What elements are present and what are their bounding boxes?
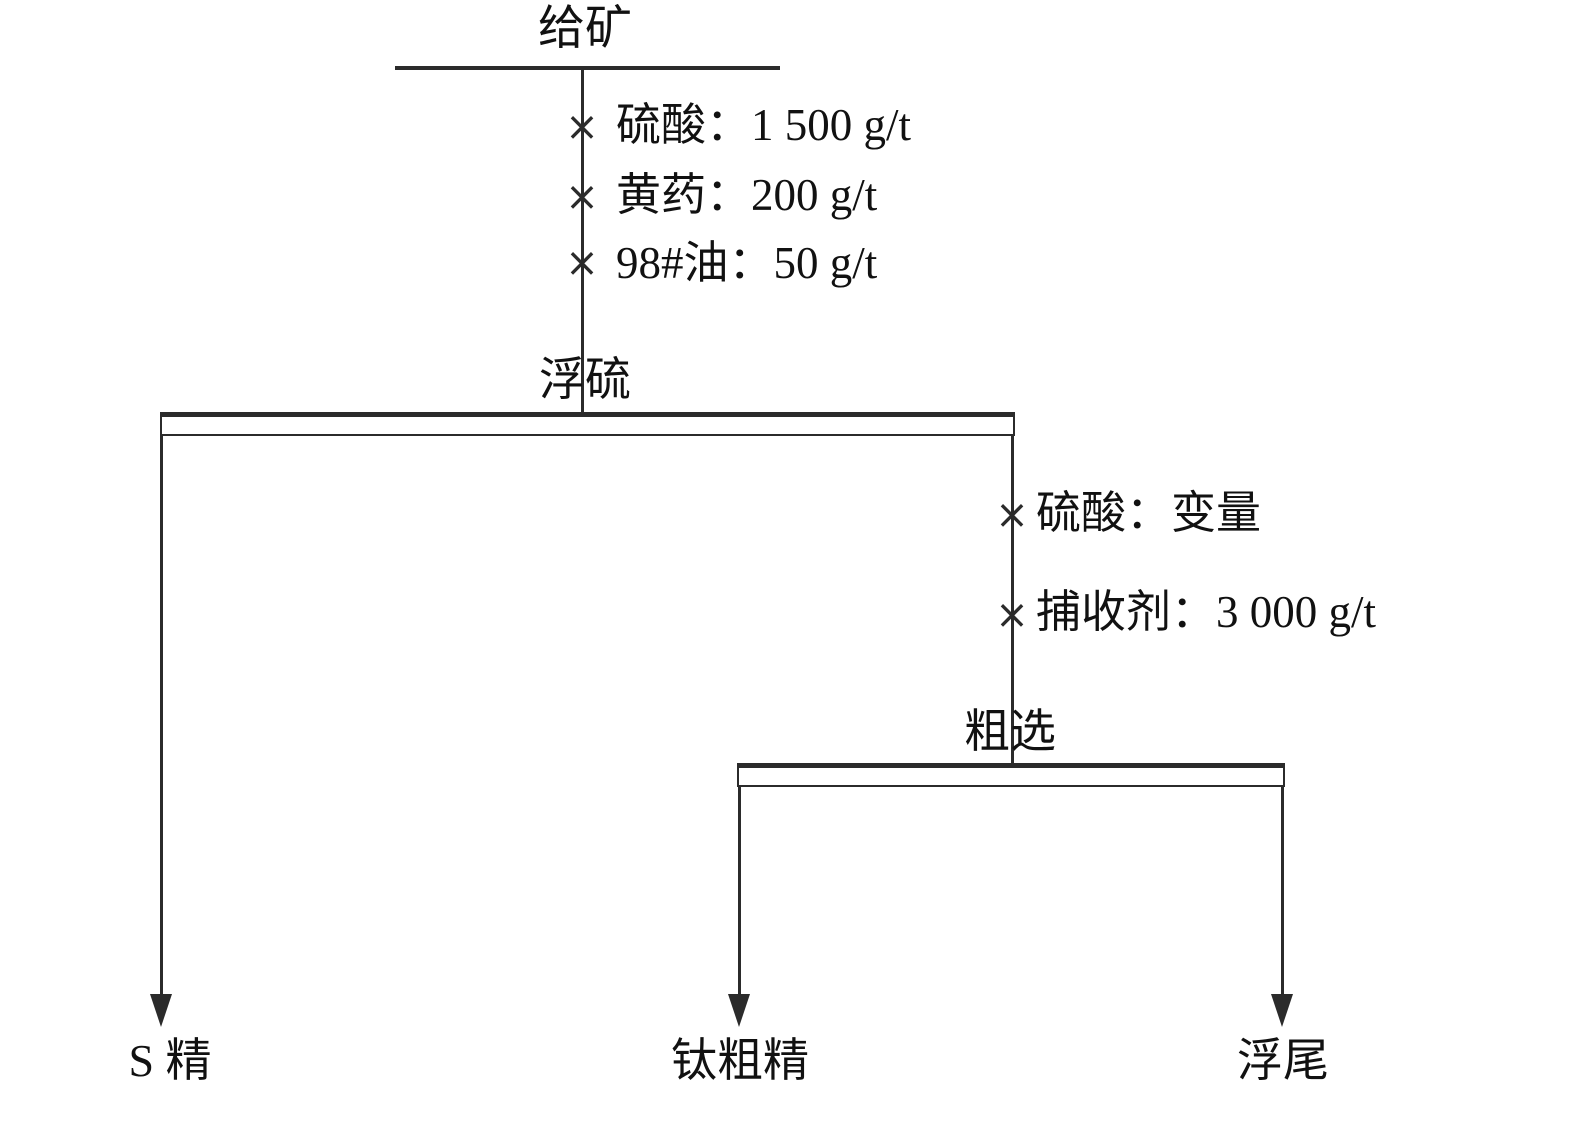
titanium-concentrate-flow-line [738,785,741,996]
s-concentrate-flow-line [160,434,163,996]
reagent-addition-icon: × [565,174,599,220]
down-arrow-icon [1271,994,1293,1027]
reagent-addition-icon: × [995,592,1029,638]
feed-label: 给矿 [538,3,632,55]
reagent-label-sulfuric-acid-2: 硫酸：变量 [1036,488,1262,538]
reagent-label-xanthate: 黄药：200 g/t [616,170,878,220]
rougher-flotation-label: 粗选 [964,706,1056,757]
feed-underline [395,66,780,70]
sulfur-flotation-cell [160,412,1015,436]
sulfur-flotation-label: 浮硫 [539,354,631,405]
rougher-flotation-cell [737,763,1285,787]
reagent-addition-icon: × [995,492,1029,538]
titanium-concentrate-label: 钛粗精 [671,1035,809,1086]
tailings-flow-line [1281,785,1284,996]
reagent-addition-icon: × [565,240,599,286]
reagent-label-sulfuric-acid-1: 硫酸：1 500 g/t [616,100,912,150]
down-arrow-icon [728,994,750,1027]
reagent-label-98-oil: 98#油：50 g/t [616,238,878,288]
flotation-to-rougher-line [1011,434,1014,765]
down-arrow-icon [150,994,172,1027]
tailings-label: 浮尾 [1237,1035,1329,1086]
s-concentrate-label: S 精 [128,1035,212,1086]
reagent-label-collector: 捕收剂：3 000 g/t [1036,587,1377,637]
feed-to-flotation-line [581,70,584,414]
reagent-addition-icon: × [565,104,599,150]
